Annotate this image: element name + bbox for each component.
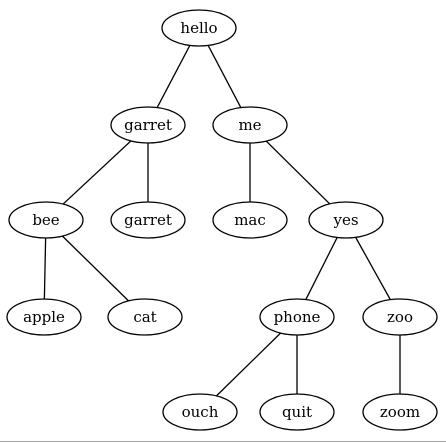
node-label: zoo — [387, 308, 413, 326]
node-label: mac — [234, 211, 266, 229]
node-label: quit — [282, 403, 312, 421]
edge-bee-cat — [61, 235, 130, 302]
edge-bee-apple — [43, 237, 47, 300]
edge-hello-me — [207, 45, 242, 108]
node-hello: hello — [161, 9, 237, 47]
node-me: me — [212, 106, 288, 144]
node-ellipse — [212, 201, 288, 239]
node-phone: phone — [259, 298, 335, 336]
node-label: ouch — [182, 403, 219, 421]
node-bee: bee — [8, 201, 84, 239]
node-ellipse — [107, 298, 183, 336]
node-ellipse — [362, 393, 438, 431]
node-ellipse — [110, 106, 186, 144]
node-zoom: zoom — [362, 393, 438, 431]
edge-phone-ouch — [216, 332, 281, 397]
node-garret1: garret — [110, 106, 186, 144]
node-zoo: zoo — [362, 298, 438, 336]
node-ellipse — [362, 298, 438, 336]
node-ellipse — [212, 106, 288, 144]
edge-yes-phone — [305, 237, 338, 300]
node-ellipse — [259, 298, 335, 336]
node-apple: apple — [6, 298, 82, 336]
node-label: garret — [124, 211, 172, 229]
edge-garret1-bee — [62, 140, 132, 205]
node-quit: quit — [259, 393, 335, 431]
nodes-layer: hello garret me bee garret mac yes apple cat phon… — [6, 9, 438, 431]
edge-hello-garret1 — [156, 45, 191, 108]
node-label: me — [238, 116, 261, 134]
node-ellipse — [162, 393, 238, 431]
node-label: garret — [124, 116, 172, 134]
edge-yes-zoo — [355, 237, 391, 300]
node-ellipse — [259, 393, 335, 431]
node-garret2: garret — [110, 201, 186, 239]
node-yes: yes — [308, 201, 384, 239]
node-label: bee — [32, 211, 59, 229]
node-label: hello — [180, 19, 217, 37]
node-label: zoom — [380, 403, 420, 421]
node-ouch: ouch — [162, 393, 238, 431]
node-mac: mac — [212, 201, 288, 239]
node-label: cat — [133, 308, 156, 326]
node-ellipse — [308, 201, 384, 239]
node-label: phone — [274, 308, 321, 326]
node-label: apple — [23, 308, 65, 326]
node-ellipse — [8, 201, 84, 239]
node-ellipse — [110, 201, 186, 239]
node-ellipse — [161, 9, 237, 47]
edge-me-yes — [265, 140, 331, 205]
node-label: yes — [332, 211, 358, 229]
node-cat: cat — [107, 298, 183, 336]
edges-layer — [43, 45, 401, 397]
node-ellipse — [6, 298, 82, 336]
